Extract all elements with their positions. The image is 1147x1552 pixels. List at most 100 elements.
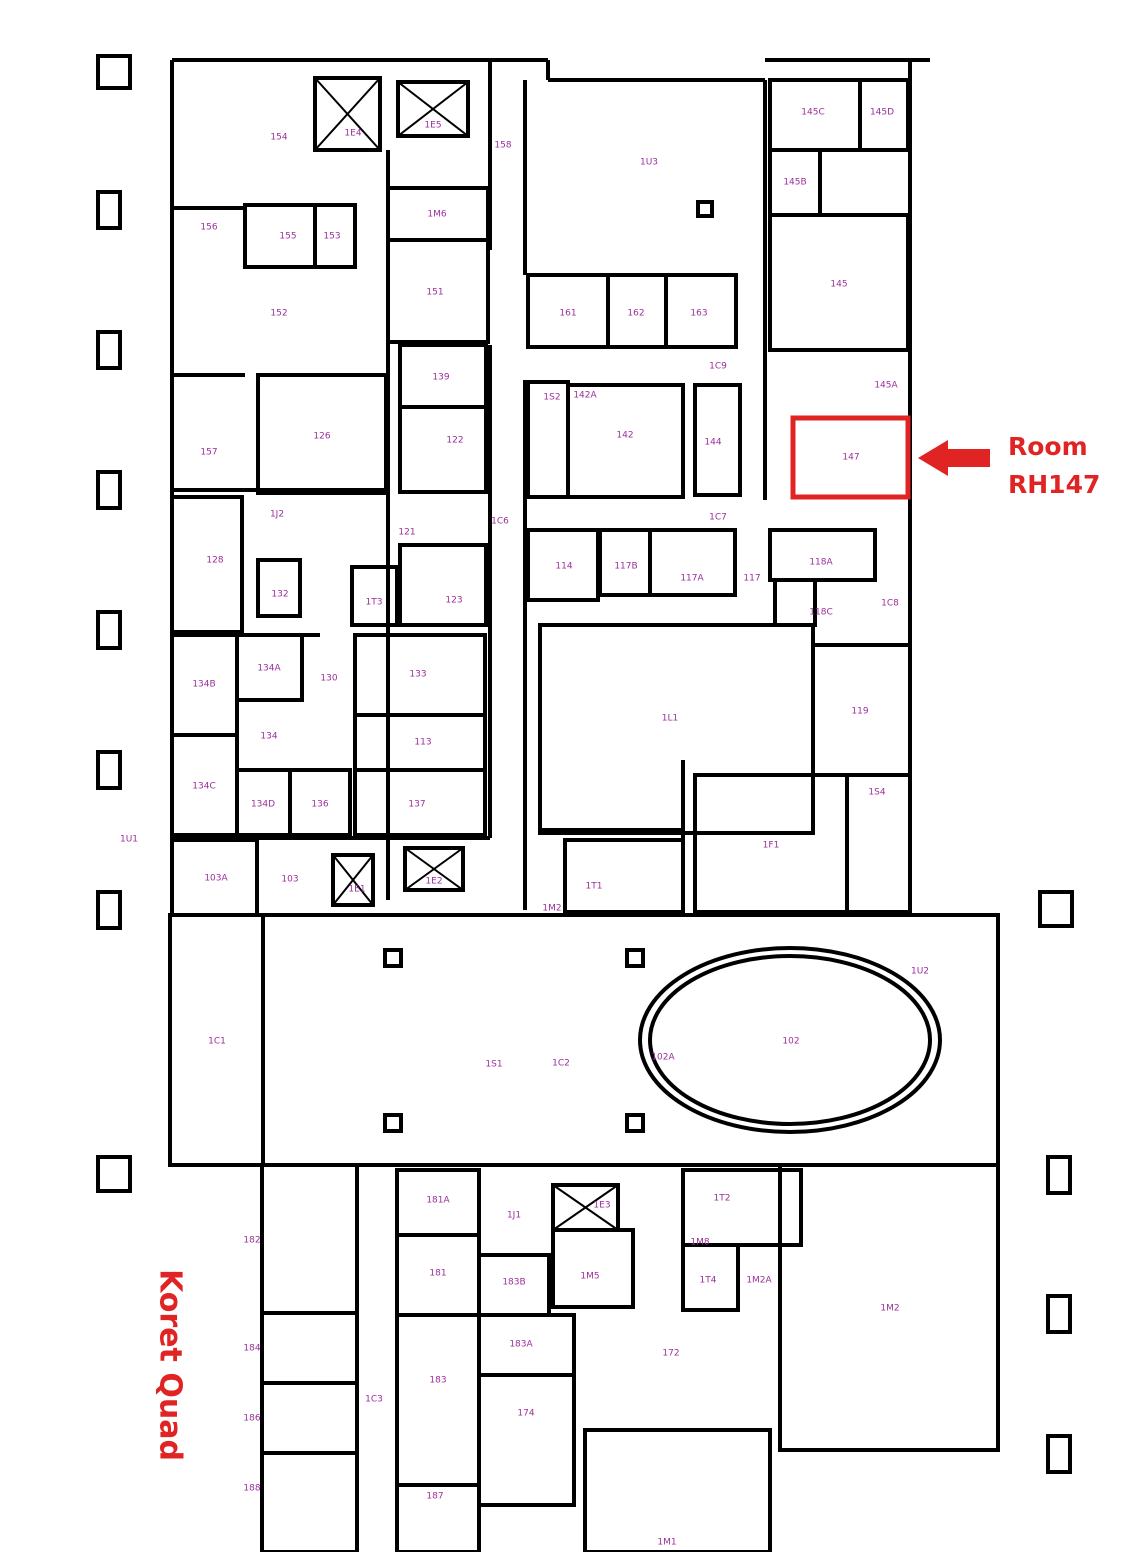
room-outline (288, 768, 352, 837)
room-label: 174 (517, 1409, 534, 1419)
room-outline (551, 1228, 635, 1309)
room-label: 1C1 (208, 1037, 226, 1047)
room-label: 145B (783, 178, 806, 188)
room-label: 155 (279, 232, 296, 242)
room-label: 142 (616, 431, 633, 441)
room-label: 1C6 (491, 517, 509, 527)
room-label: 122 (446, 436, 463, 446)
room-label: 117B (614, 562, 637, 572)
room-label: 1C3 (365, 1395, 383, 1405)
room-label: 139 (432, 373, 449, 383)
room-label: 157 (200, 448, 217, 458)
room-outline (845, 773, 912, 914)
room-label: 137 (408, 800, 425, 810)
room-label: 1M6 (427, 210, 446, 220)
room-outline (1046, 1294, 1072, 1334)
room-label: 1C9 (709, 362, 727, 372)
room-label: 134A (257, 664, 281, 674)
callout-line1: Room (1008, 432, 1088, 461)
room-label: 1M2A (746, 1276, 772, 1286)
room-label: 130 (320, 674, 337, 684)
room-label: 1E1 (348, 885, 365, 895)
room-label: 182 (243, 1236, 260, 1246)
room-label: 132 (271, 590, 288, 600)
room-label: 114 (555, 562, 572, 572)
room-outline (858, 78, 910, 152)
elevator (396, 80, 470, 138)
room-outline (256, 373, 388, 495)
room-label: 152 (270, 309, 287, 319)
room-label: 1U2 (911, 967, 929, 977)
room-outline (1046, 1155, 1072, 1195)
elevator-cross-icon (404, 847, 464, 891)
room-label: 1C8 (881, 599, 899, 609)
room-label: 183B (502, 1278, 525, 1288)
room-label: 158 (494, 141, 511, 151)
room-outline (768, 528, 877, 582)
room-label: 1L1 (662, 714, 678, 724)
rotunda-wall (648, 954, 932, 1126)
room-label: 1M5 (580, 1272, 599, 1282)
room-label: 1E2 (425, 877, 442, 887)
room-outline (235, 633, 304, 702)
room-label: 147 (842, 453, 859, 463)
room-outline (96, 750, 122, 790)
room-outline (260, 1381, 359, 1455)
room-outline (768, 213, 910, 352)
room-label: 136 (311, 800, 328, 810)
room-label: 1J1 (507, 1211, 521, 1221)
room-label: 1S4 (868, 788, 885, 798)
room-label: 1M1 (657, 1538, 676, 1548)
room-outline (566, 383, 685, 499)
room-label: 119 (851, 707, 868, 717)
room-outline (398, 543, 488, 627)
room-outline (260, 1451, 359, 1552)
room-outline (538, 623, 815, 835)
highlighted-room-147[interactable] (790, 415, 911, 500)
room-outline (1038, 890, 1074, 928)
room-outline (313, 203, 357, 269)
elevator-cross-icon (552, 1184, 619, 1231)
room-label: 162 (627, 309, 644, 319)
room-label: 134 (260, 732, 277, 742)
room-outline (681, 1243, 740, 1312)
room-outline (260, 1163, 359, 1315)
room-outline (96, 330, 122, 370)
room-label: 1M2 (880, 1304, 899, 1314)
rotunda-wall (638, 946, 942, 1134)
elevator-cross-icon (332, 854, 374, 906)
callout-line2: RH147 (1008, 470, 1101, 499)
room-outline (96, 470, 122, 510)
room-label: 187 (426, 1492, 443, 1502)
room-label: 1M2 (542, 904, 561, 914)
room-label: 102A (651, 1053, 675, 1063)
room-label: 121 (398, 528, 415, 538)
room-label: 151 (426, 288, 443, 298)
room-outline (681, 1168, 803, 1247)
room-label: 188 (243, 1484, 260, 1494)
room-label: 183A (509, 1340, 533, 1350)
room-label: 118C (809, 608, 832, 618)
room-outline (648, 528, 737, 597)
room-label: 117 (743, 574, 760, 584)
arrow-icon (918, 440, 990, 476)
room-label: 145C (801, 108, 824, 118)
elevator (331, 853, 375, 907)
room-label: 181A (426, 1196, 450, 1206)
room-outline (96, 190, 122, 230)
room-outline (664, 273, 738, 349)
room-label: 161 (559, 309, 576, 319)
room-outline (395, 1313, 481, 1487)
room-outline (625, 948, 645, 968)
elevator (313, 76, 382, 152)
room-outline (398, 405, 488, 494)
room-label: 123 (445, 596, 462, 606)
room-label: 134D (251, 800, 275, 810)
room-label: 1J2 (270, 510, 284, 520)
room-label: 163 (690, 309, 707, 319)
room-outline (693, 383, 742, 497)
room-label: 1C2 (552, 1059, 570, 1069)
room-label: 156 (200, 223, 217, 233)
room-label: 117A (680, 574, 704, 584)
